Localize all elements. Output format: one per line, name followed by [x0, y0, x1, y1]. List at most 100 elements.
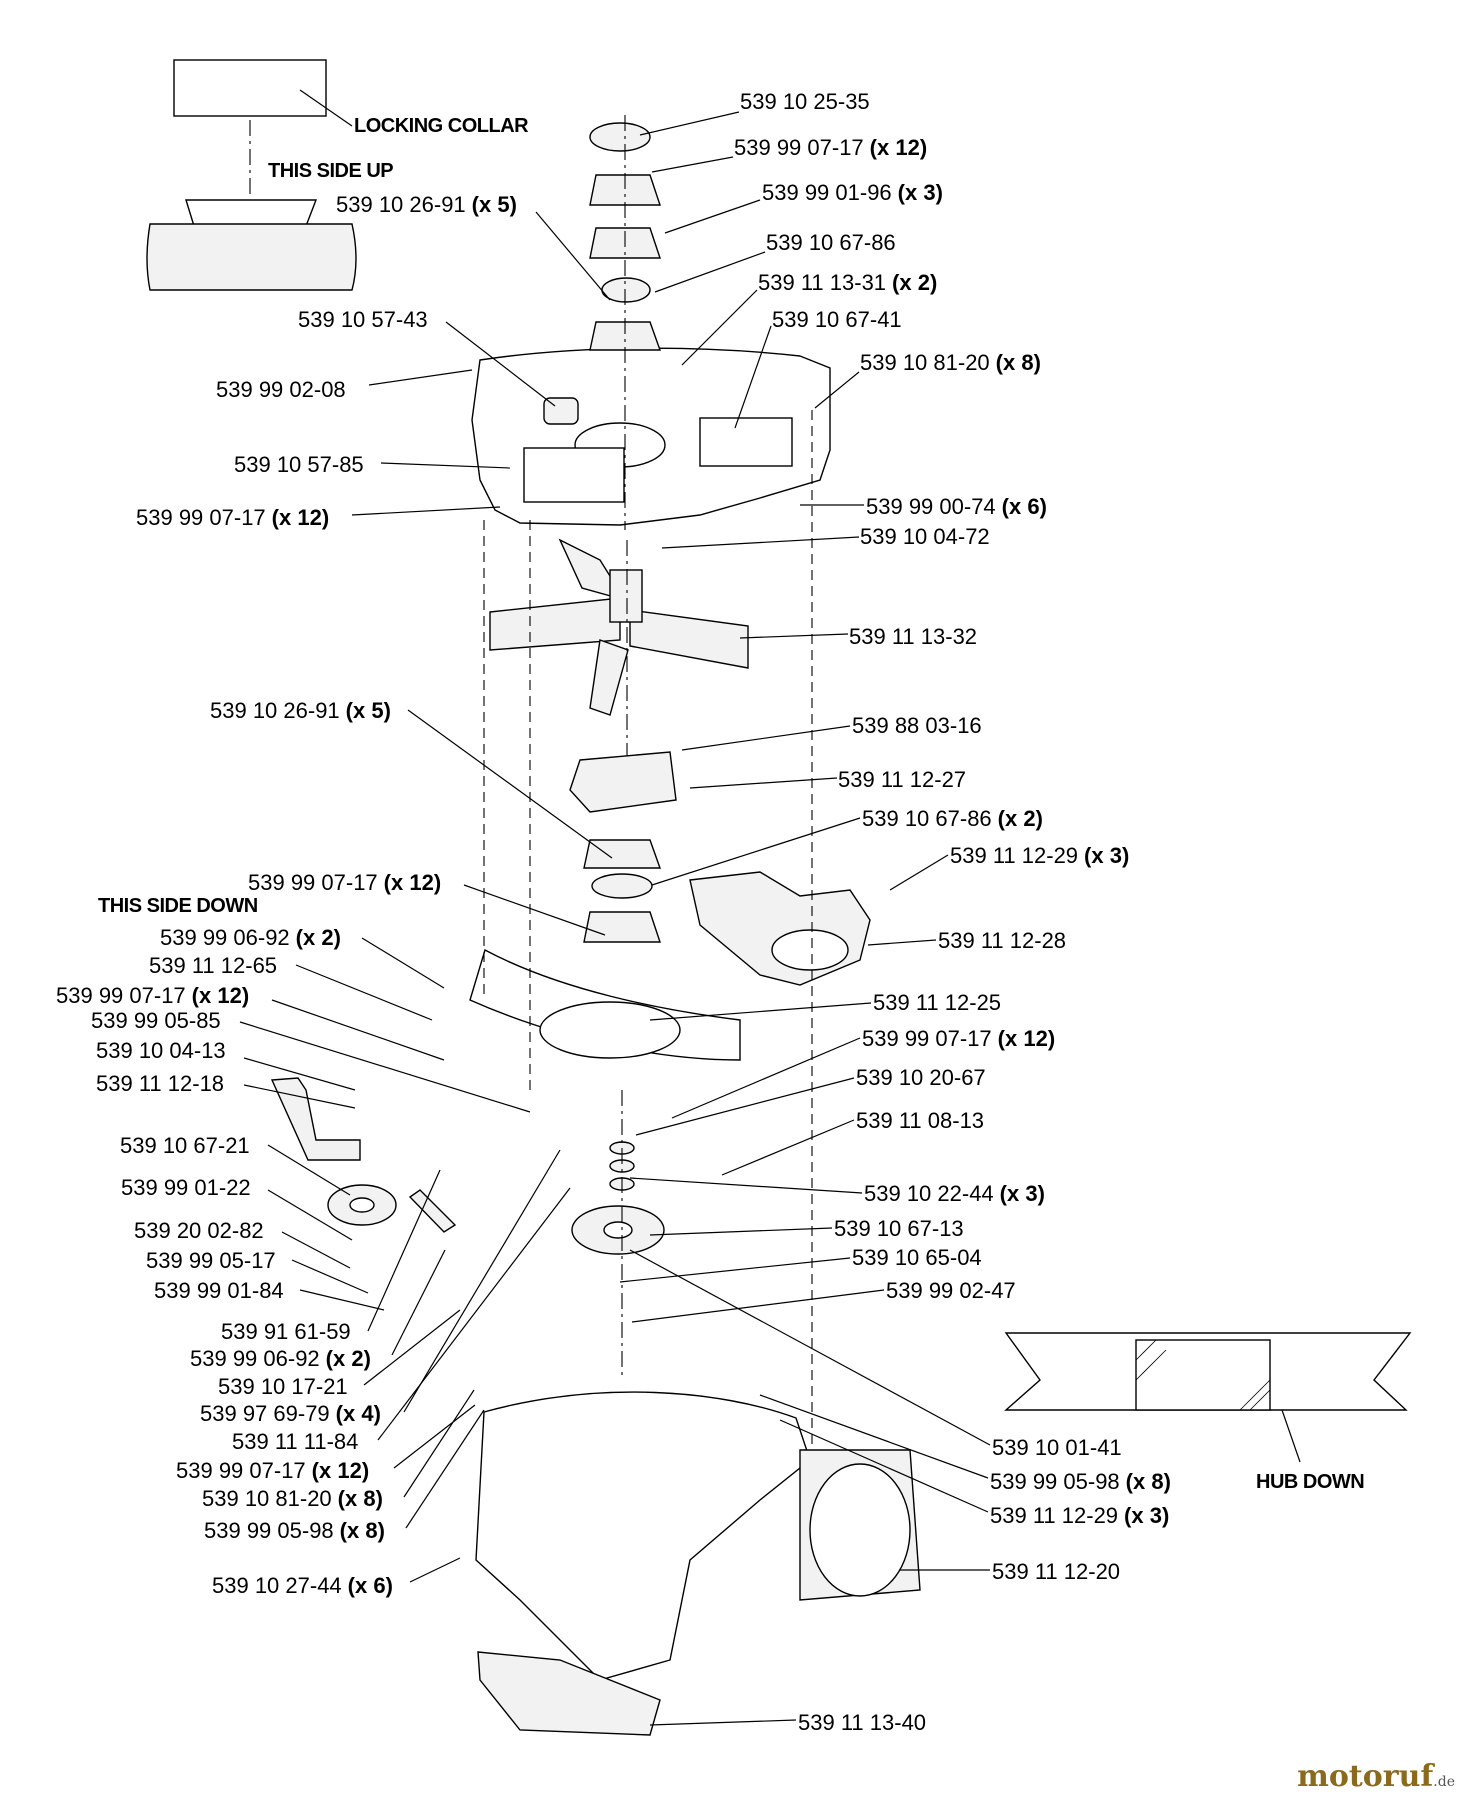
component-drawings — [146, 59, 1412, 1736]
part-label-p19: 539 10 67-86(x 2) — [862, 806, 1043, 831]
part-number: 539 10 81-20 — [202, 1486, 332, 1511]
part-number: 539 99 06-92 — [160, 925, 290, 950]
part-label-p49: 539 99 07-17(x 12) — [176, 1458, 369, 1483]
part-label-p46: 539 10 01-41 — [992, 1435, 1122, 1460]
part-number: 539 11 08-13 — [856, 1108, 984, 1133]
part-label-p30: 539 10 20-67 — [856, 1065, 986, 1090]
part-label-p11: 539 10 57-85 — [234, 452, 364, 477]
leader-line-p28 — [671, 1037, 861, 1119]
leader-line-p51 — [403, 1389, 475, 1498]
part-label-p27: 539 99 05-85 — [91, 1008, 221, 1033]
part-label-p51: 539 10 81-20(x 8) — [202, 1486, 383, 1511]
part-number: 539 11 12-29 — [950, 843, 1078, 868]
part-quantity: (x 12) — [312, 1458, 369, 1483]
leader-line-p30 — [635, 1077, 855, 1136]
brand-tld: .de — [1433, 1774, 1455, 1790]
leader-line-p05 — [654, 251, 766, 293]
part-number: 539 99 07-17 — [248, 870, 378, 895]
part-number: 539 10 67-86 — [862, 806, 992, 831]
part-quantity: (x 6) — [1002, 494, 1047, 519]
leader-line-p34 — [629, 1177, 863, 1194]
part-label-p15: 539 11 13-32 — [849, 624, 977, 649]
leader-line-p35 — [267, 1189, 353, 1241]
part-number: 539 10 67-41 — [772, 307, 902, 332]
leader-line-p46 — [629, 1249, 991, 1446]
part-label-p20: 539 11 12-29(x 3) — [950, 843, 1129, 868]
leader-line-p13 — [351, 506, 501, 516]
part-label-p39: 539 99 05-17 — [146, 1248, 276, 1273]
part-number: 539 99 05-17 — [146, 1248, 276, 1273]
part-label-p54: 539 10 27-44(x 6) — [212, 1573, 393, 1598]
part-label-p09: 539 10 81-20(x 8) — [860, 350, 1041, 375]
part-number: 539 11 11-84 — [232, 1429, 358, 1454]
part-label-p38: 539 10 65-04 — [852, 1245, 982, 1270]
part-label-p03: 539 99 01-96(x 3) — [762, 180, 943, 205]
part-number: 539 10 22-44 — [864, 1181, 994, 1206]
part-quantity: (x 3) — [1000, 1181, 1045, 1206]
part-label-p34: 539 10 22-44(x 3) — [864, 1181, 1045, 1206]
part-label-p35: 539 99 01-22 — [121, 1175, 251, 1200]
part-number: 539 99 02-08 — [216, 377, 346, 402]
part-label-p23: 539 99 06-92(x 2) — [160, 925, 341, 950]
leader-line-p18 — [689, 777, 838, 789]
part-number: 539 10 26-91 — [336, 192, 466, 217]
leader-line-p41 — [299, 1289, 385, 1311]
part-label-p33: 539 10 67-21 — [120, 1133, 250, 1158]
part-number: 539 10 01-41 — [992, 1435, 1122, 1460]
part-number: 539 99 01-22 — [121, 1175, 251, 1200]
part-label-p52: 539 99 05-98(x 8) — [204, 1518, 385, 1543]
part-quantity: (x 5) — [346, 698, 391, 723]
leader-line-p37 — [281, 1231, 351, 1269]
part-quantity: (x 8) — [1126, 1469, 1171, 1494]
part-number: 539 11 13-32 — [849, 624, 977, 649]
part-number: 539 11 12-20 — [992, 1559, 1120, 1584]
leader-line-p04 — [535, 211, 611, 301]
part-label-p12: 539 99 00-74(x 6) — [866, 494, 1047, 519]
part-number: 539 11 12-18 — [96, 1071, 224, 1096]
leader-line-p16 — [407, 709, 613, 859]
note-this-side-down: THIS SIDE DOWN — [98, 895, 258, 917]
part-quantity: (x 3) — [898, 180, 943, 205]
part-number: 539 10 27-44 — [212, 1573, 342, 1598]
part-number: 539 10 25-35 — [740, 89, 870, 114]
leader-line-p20 — [889, 854, 949, 891]
leader-line-p44 — [363, 1309, 461, 1386]
part-quantity: (x 3) — [1084, 843, 1129, 868]
part-label-p55: 539 11 13-40 — [798, 1710, 926, 1735]
part-label-p31: 539 11 12-18 — [96, 1071, 224, 1096]
leader-line-p36 — [649, 1227, 833, 1236]
part-quantity: (x 2) — [998, 806, 1043, 831]
lower-bearing-drawing — [569, 751, 677, 943]
leader-line-p14 — [661, 536, 860, 549]
part-quantity: (x 12) — [870, 135, 927, 160]
idler-assembly-drawing — [270, 1077, 665, 1380]
part-quantity: (x 3) — [1124, 1503, 1169, 1528]
part-label-p26: 539 99 07-17(x 12) — [56, 983, 249, 1008]
note-this-side-up: THIS SIDE UP — [268, 160, 393, 182]
leader-line-p10 — [368, 369, 473, 386]
leader-line-p27 — [239, 1021, 531, 1113]
part-label-p37: 539 20 02-82 — [134, 1218, 264, 1243]
leader-line-p06 — [681, 289, 758, 366]
part-number: 539 99 07-17 — [734, 135, 864, 160]
part-label-p29: 539 10 04-13 — [96, 1038, 226, 1063]
part-label-p08: 539 10 57-43 — [298, 307, 428, 332]
leader-line-p52 — [405, 1409, 485, 1529]
part-number: 539 99 00-74 — [866, 494, 996, 519]
part-number: 539 99 07-17 — [862, 1026, 992, 1051]
leader-line-p23 — [361, 937, 445, 989]
part-number: 539 10 26-91 — [210, 698, 340, 723]
part-number: 539 10 57-85 — [234, 452, 364, 477]
leader-line-p02 — [651, 156, 734, 173]
part-number: 539 99 05-98 — [204, 1518, 334, 1543]
part-number: 539 10 67-86 — [766, 230, 896, 255]
leader-line-p31 — [243, 1084, 356, 1109]
part-quantity: (x 2) — [892, 270, 937, 295]
part-number: 539 99 05-85 — [91, 1008, 221, 1033]
leader-line-p29 — [243, 1057, 356, 1091]
top-cover-drawing — [471, 115, 831, 530]
part-number: 539 10 81-20 — [860, 350, 990, 375]
leader-line-p38 — [619, 1257, 851, 1283]
leader-line-p47 — [377, 1187, 571, 1441]
leader-line-p26 — [271, 999, 445, 1061]
